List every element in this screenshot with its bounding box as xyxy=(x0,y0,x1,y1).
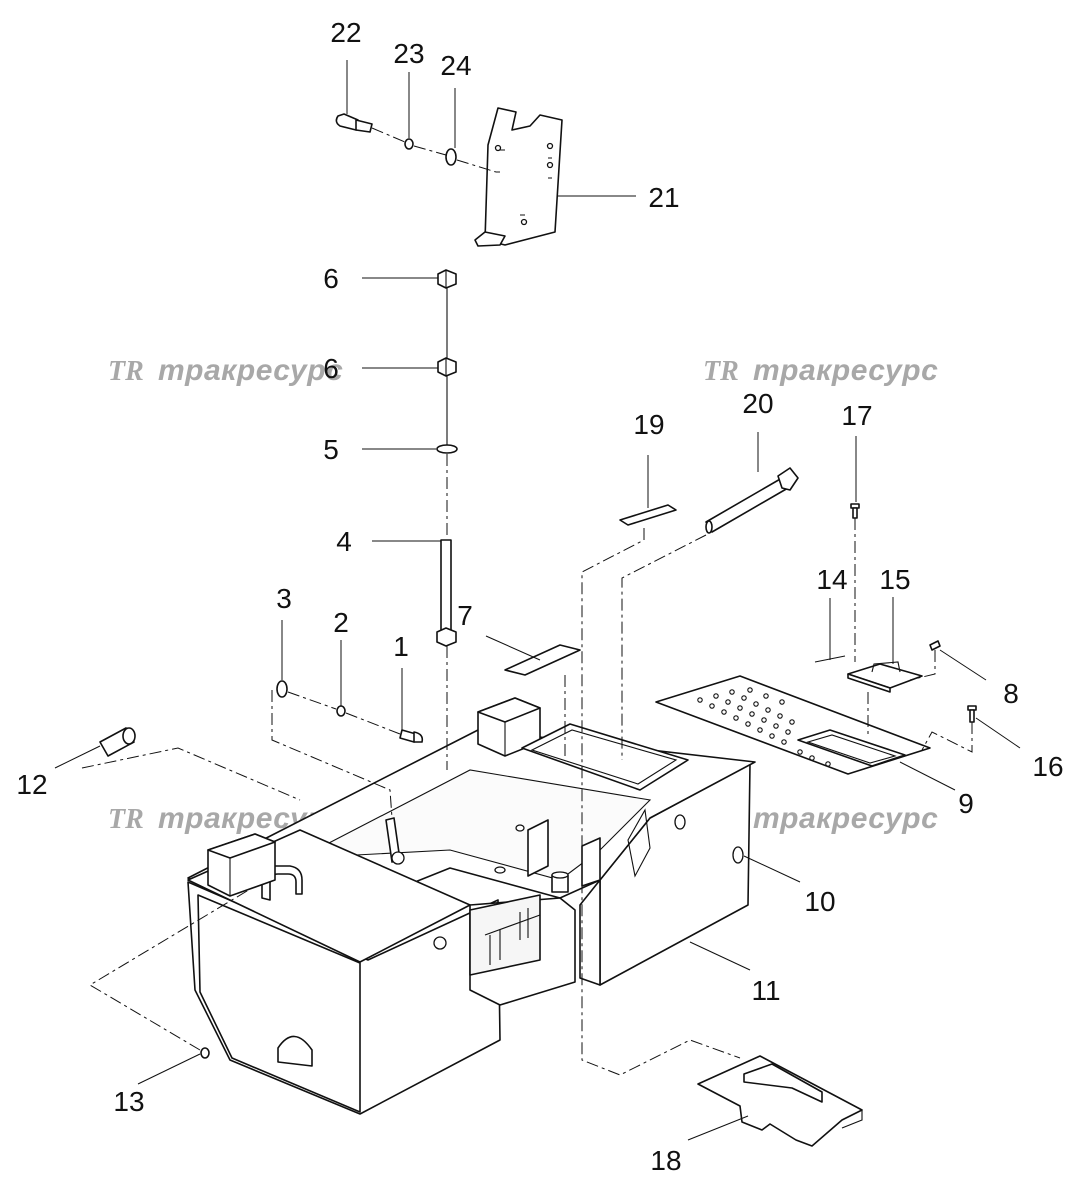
svg-text:TR: TR xyxy=(703,356,739,387)
svg-text:тракресурс: тракресурс xyxy=(158,354,343,387)
assembly-line xyxy=(581,528,741,1076)
screw-part-8 xyxy=(929,640,941,651)
assembly-line xyxy=(81,747,301,801)
bottom-plate-part-18 xyxy=(697,1055,863,1147)
watermark: TR тракресурс xyxy=(703,802,938,835)
callout-label: 8 xyxy=(1003,678,1019,709)
washer-part-24 xyxy=(445,148,457,166)
lock-washer-part-2 xyxy=(336,705,346,717)
strip-part-19 xyxy=(619,504,677,526)
callout-label: 21 xyxy=(648,182,679,213)
callout-label: 7 xyxy=(457,600,473,631)
callout-label: 13 xyxy=(113,1086,144,1117)
assembly-line xyxy=(909,650,936,681)
pin-part-12 xyxy=(99,727,136,757)
svg-text:тракресурс: тракресурс xyxy=(753,802,938,835)
washer-part-3 xyxy=(276,680,288,698)
nut-part-13 xyxy=(200,1047,210,1059)
callout-label: 5 xyxy=(323,434,339,465)
callout-label: 19 xyxy=(633,409,664,440)
callout-label: 24 xyxy=(440,50,471,81)
callout-label: 10 xyxy=(804,886,835,917)
callout-labels: 22 23 24 21 6 6 5 4 3 2 1 7 19 20 17 14 … xyxy=(16,17,1063,1176)
callout-label: 1 xyxy=(393,631,409,662)
assembly-line xyxy=(371,127,497,173)
plate-part-15 xyxy=(847,661,923,693)
assembly-line xyxy=(287,691,401,735)
callout-label: 2 xyxy=(333,607,349,638)
assembly-line xyxy=(271,690,393,819)
svg-text:TR: TR xyxy=(108,804,144,835)
lock-washer-part-23 xyxy=(404,138,414,150)
callout-label: 9 xyxy=(958,788,974,819)
long-bolt-part-20 xyxy=(705,467,799,534)
washer-part-5 xyxy=(436,444,458,454)
watermark: TR тракресурс xyxy=(703,354,938,387)
perforated-cover-part-9 xyxy=(655,675,931,775)
svg-text:TR: TR xyxy=(108,356,144,387)
callout-label: 18 xyxy=(650,1145,681,1176)
callout-label: 22 xyxy=(330,17,361,48)
assembly-line xyxy=(621,534,707,760)
nut-part-6 xyxy=(437,269,457,289)
callout-label: 16 xyxy=(1032,751,1063,782)
callout-label: 20 xyxy=(742,388,773,419)
callout-label: 15 xyxy=(879,564,910,595)
assembly-line xyxy=(921,722,973,753)
callout-label: 11 xyxy=(751,975,780,1006)
watermark: TR тракресурс xyxy=(108,354,343,387)
housing-part-11 xyxy=(187,697,756,1115)
callout-label: 3 xyxy=(276,583,292,614)
screw-part-17 xyxy=(850,503,860,519)
callout-label: 4 xyxy=(336,526,352,557)
strip-part-7 xyxy=(504,644,581,676)
assembly-line xyxy=(89,887,253,1051)
stud-part-4 xyxy=(436,539,457,647)
nut-part-6 xyxy=(437,357,457,377)
callout-label: 6 xyxy=(323,353,339,384)
callout-label: 6 xyxy=(323,263,339,294)
callout-label: 14 xyxy=(816,564,847,595)
svg-text:тракресурс: тракресурс xyxy=(753,354,938,387)
bracket-plate-part-21 xyxy=(474,107,563,247)
callout-label: 23 xyxy=(393,38,424,69)
bolt-part-1 xyxy=(399,729,424,743)
callout-label: 17 xyxy=(841,400,872,431)
leader-lines xyxy=(54,60,1021,1141)
bolt-part-22 xyxy=(335,113,373,133)
screw-part-16 xyxy=(967,705,977,723)
callout-label: 12 xyxy=(16,769,47,800)
